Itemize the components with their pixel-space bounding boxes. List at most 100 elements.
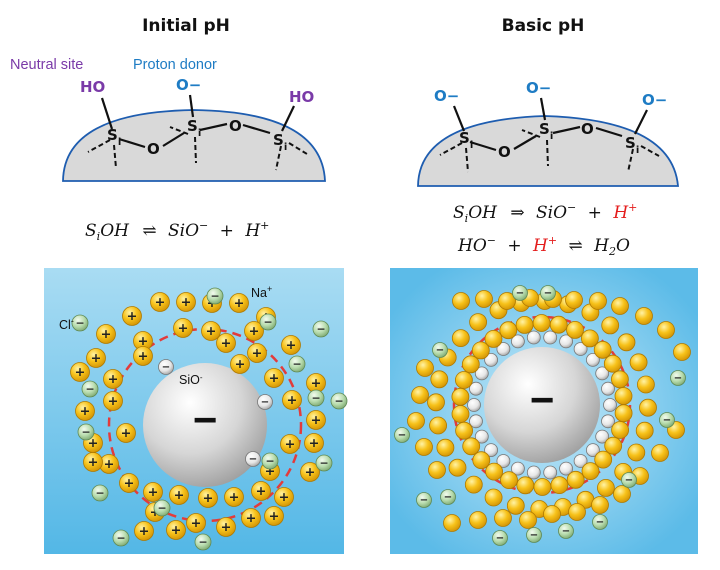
cation-56: + [629, 0, 648, 372]
surface-charge-13: − [469, 0, 483, 429]
svg-text:−: − [514, 0, 521, 3]
svg-text:+: + [479, 0, 489, 3]
svg-text:+: + [635, 0, 645, 3]
svg-text:−: − [319, 456, 328, 469]
svg-text:−: − [472, 0, 479, 3]
surface-charge-3: − [245, 451, 261, 467]
cation-6: + [566, 0, 585, 489]
svg-text:−: − [95, 486, 104, 499]
svg-text:+: + [618, 0, 628, 3]
anion-8: − [307, 389, 325, 407]
cation-67: + [635, 0, 653, 325]
right-header: Basic pH [502, 16, 585, 36]
cation-76: + [591, 0, 609, 514]
cation-75: + [568, 0, 586, 521]
svg-text:−: − [547, 0, 554, 3]
svg-text:−: − [500, 0, 507, 3]
cation-55: + [617, 0, 636, 352]
svg-text:+: + [269, 509, 280, 524]
svg-text:+: + [538, 0, 548, 3]
svg-text:−: − [496, 533, 504, 544]
svg-text:−: − [210, 289, 219, 302]
surface-charge-19: − [511, 0, 525, 349]
svg-text:+: + [558, 0, 568, 3]
cation-8: + [173, 318, 193, 338]
cation-77: + [613, 0, 631, 503]
svg-text:+: + [246, 511, 257, 526]
cation-71: + [469, 0, 487, 529]
anion-5: − [492, 530, 508, 546]
svg-text:+: + [181, 295, 192, 310]
cation-38: + [506, 0, 525, 515]
svg-text:+: + [434, 0, 444, 3]
surface-charge-12: − [474, 0, 489, 444]
cation-44: + [427, 0, 445, 412]
cation-41: + [448, 0, 467, 477]
anion-10: − [315, 454, 333, 472]
cation-70: + [443, 0, 461, 532]
surface-charge-1: − [158, 359, 174, 375]
svg-text:+: + [419, 0, 429, 3]
surface-charge-2: − [257, 394, 273, 410]
svg-text:+: + [525, 0, 535, 3]
svg-text:+: + [586, 0, 596, 3]
svg-text:+: + [619, 0, 629, 3]
svg-text:+: + [459, 0, 469, 3]
left-double-layer-panel: − ++++++++++++++++++++++++++++++++++++++… [44, 268, 348, 554]
surface-charge-21: − [543, 0, 558, 345]
left-header: Initial pH Neutral site Proton donor [10, 16, 230, 73]
cation-31: + [635, 0, 654, 440]
svg-text:+: + [537, 0, 547, 3]
svg-text:+: + [171, 523, 182, 538]
surface-charge-3: − [595, 0, 610, 444]
svg-text:−: − [577, 0, 584, 3]
anion-2: − [71, 314, 89, 332]
cation-23: + [306, 410, 326, 430]
svg-text:+: + [640, 0, 650, 3]
svg-text:−: − [530, 530, 538, 541]
svg-text:+: + [634, 0, 644, 3]
svg-text:−: − [263, 315, 272, 328]
surface-charge-14: − [467, 0, 481, 412]
cation-54: + [601, 0, 620, 335]
left-particle-charge: − [193, 396, 218, 443]
cation-19: + [103, 369, 123, 389]
cation-1: + [150, 292, 170, 312]
cation-21: + [75, 401, 95, 421]
svg-text:+: + [523, 0, 533, 3]
cation-19: + [471, 0, 490, 360]
cation-30: + [300, 462, 320, 482]
si-atom-3: Si [273, 131, 287, 153]
svg-text:+: + [265, 464, 276, 479]
anion-8: − [670, 370, 686, 386]
svg-text:−: − [663, 415, 671, 426]
anion-9: − [330, 392, 348, 410]
cation-5: + [581, 0, 600, 481]
cation-25: + [566, 0, 584, 339]
cation-2: + [611, 0, 629, 439]
svg-text:+: + [504, 0, 514, 3]
cation-18: + [461, 0, 480, 374]
svg-text:−: − [75, 316, 84, 329]
svg-text:+: + [221, 520, 232, 535]
svg-text:+: + [249, 324, 260, 339]
svg-text:+: + [459, 0, 469, 3]
surface-charge-10: − [496, 0, 511, 468]
cation-10: + [500, 0, 518, 490]
o-atom-3: O [498, 143, 511, 161]
svg-text:+: + [655, 0, 665, 3]
anion-13: − [416, 492, 432, 508]
svg-text:+: + [502, 0, 512, 3]
svg-text:+: + [256, 484, 267, 499]
svg-text:+: + [88, 455, 99, 470]
svg-text:+: + [608, 0, 618, 3]
svg-text:+: + [615, 0, 625, 3]
svg-text:+: + [605, 0, 615, 3]
cation-41: + [134, 521, 154, 541]
cation-46: + [264, 506, 284, 526]
cation-11: + [86, 348, 106, 368]
surface-charge-4: − [586, 0, 600, 458]
cation-68: + [657, 0, 675, 339]
cation-21: + [499, 0, 518, 340]
svg-text:+: + [494, 0, 504, 3]
